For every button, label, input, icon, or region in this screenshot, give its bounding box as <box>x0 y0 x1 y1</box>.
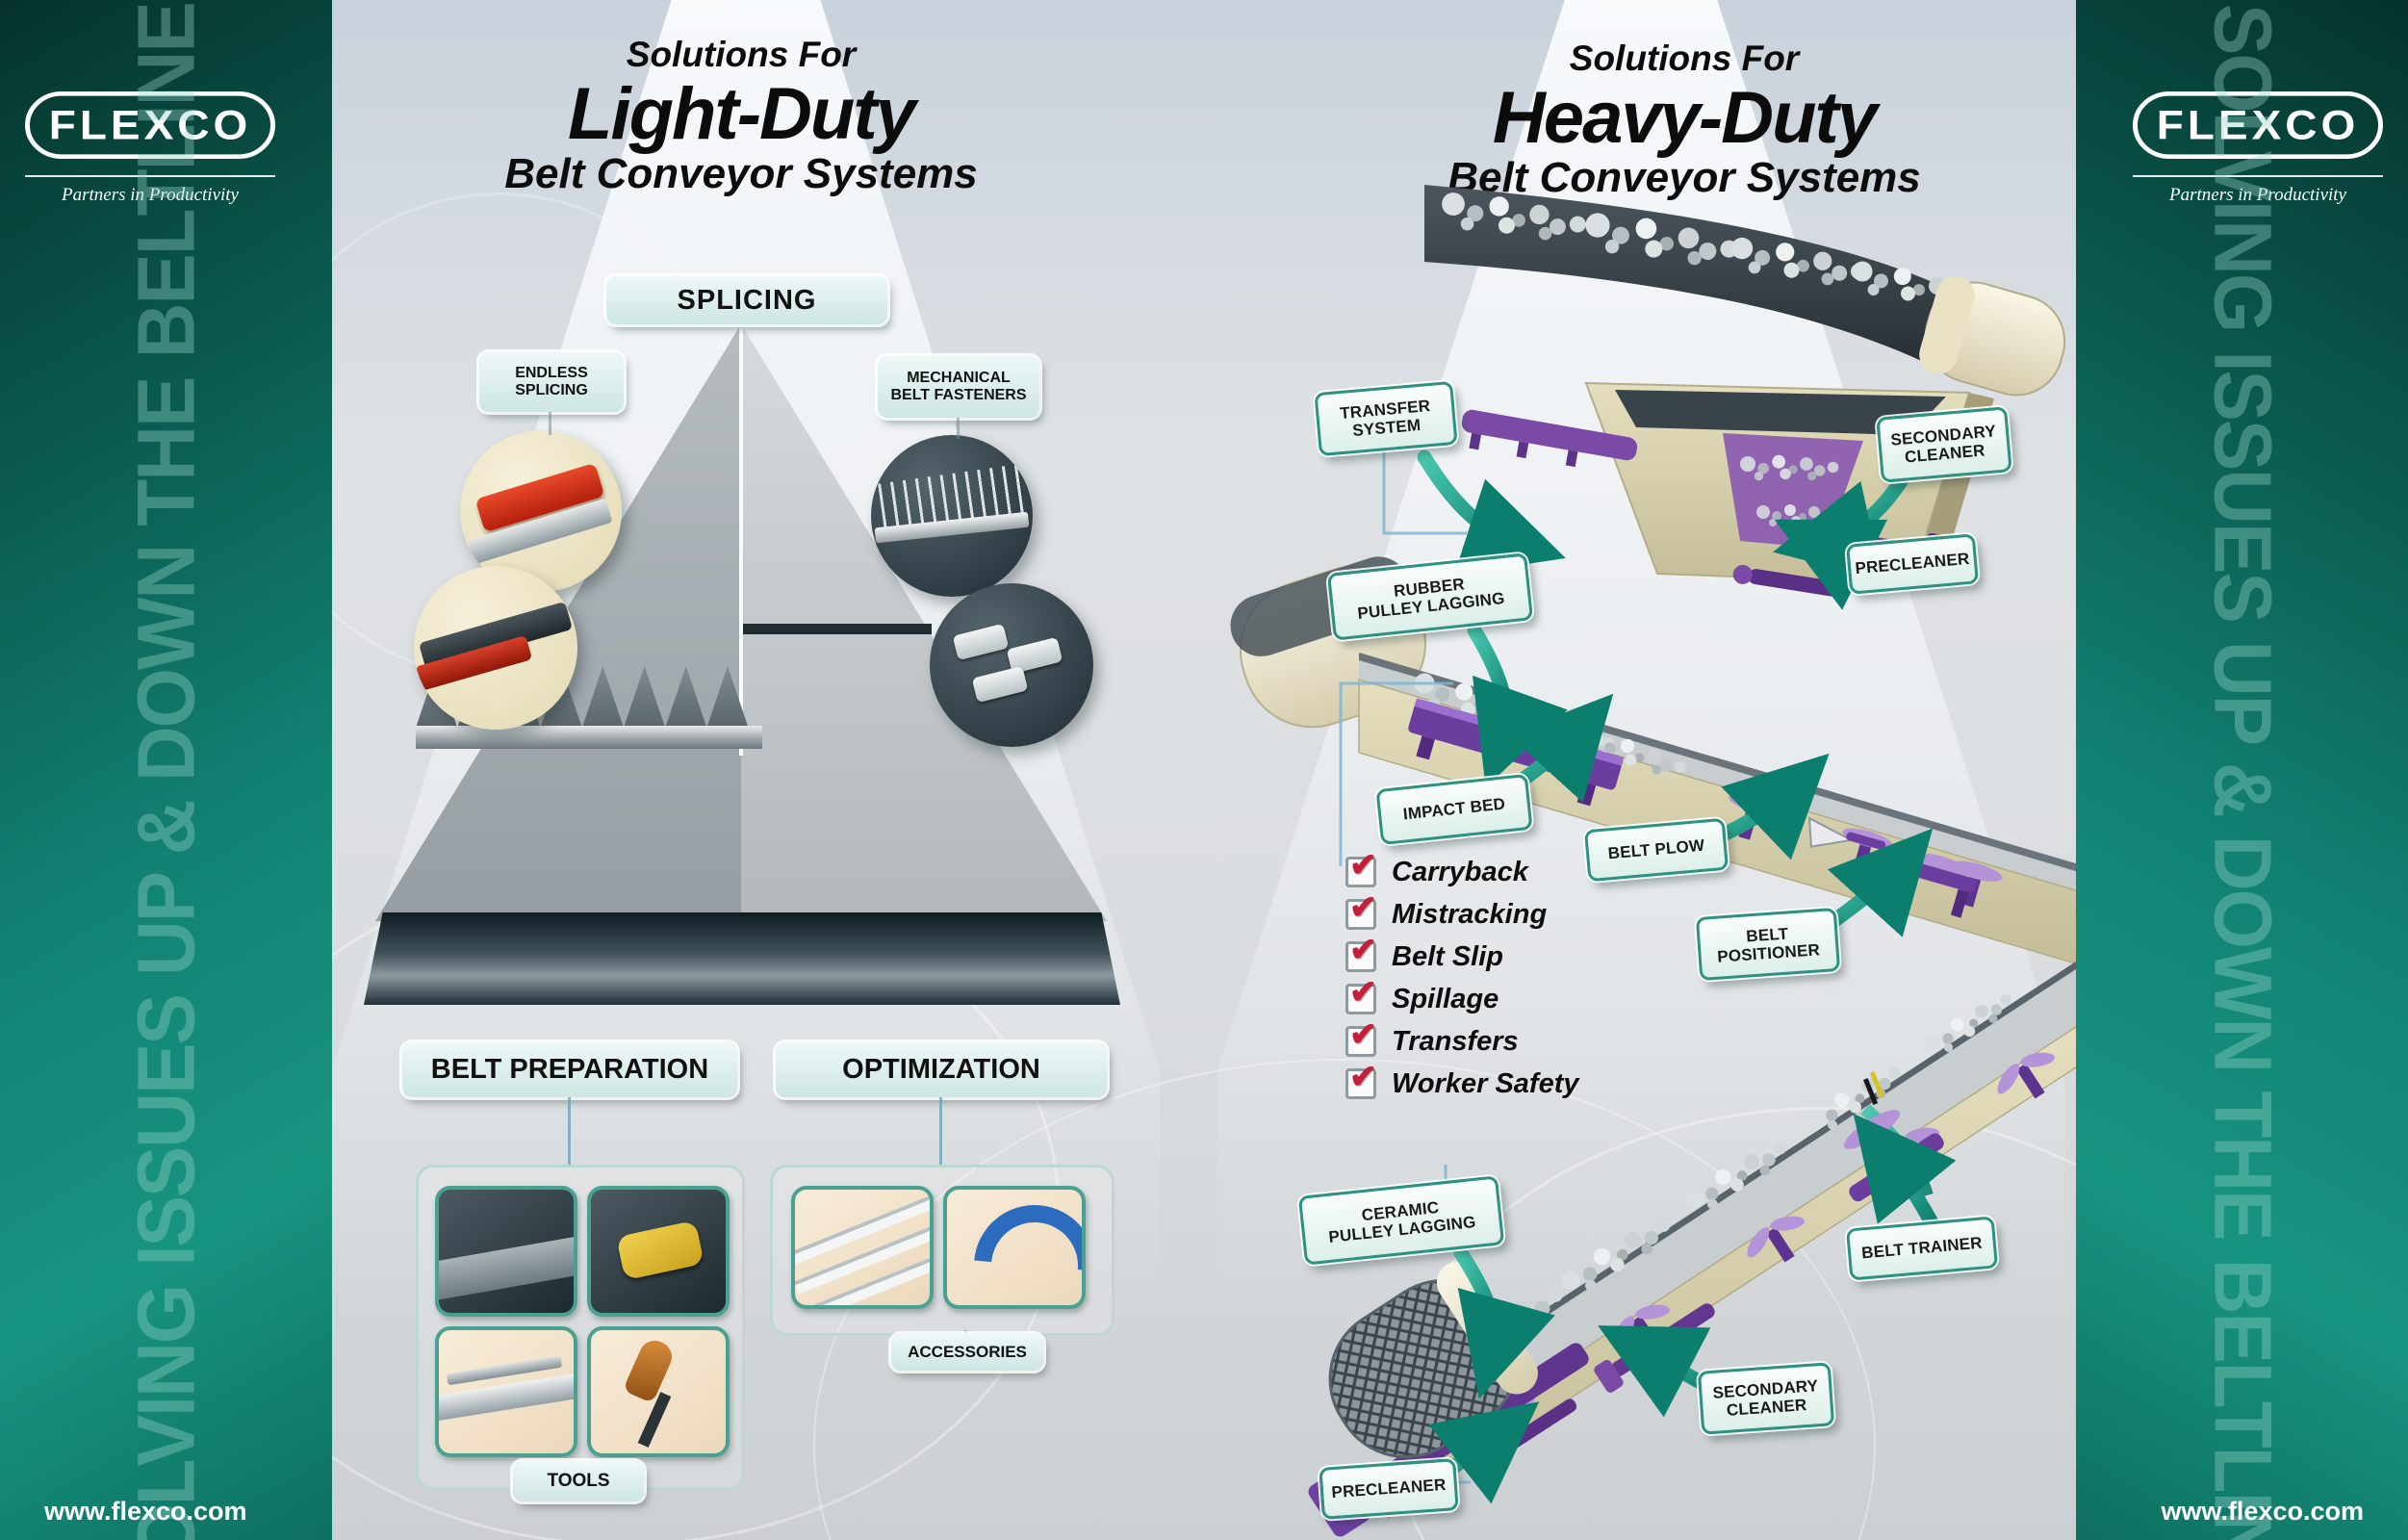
connector-line <box>568 1097 571 1167</box>
flexco-logo: FLEXCO <box>2133 91 2383 159</box>
splicing-label: SPLICING <box>606 276 887 324</box>
checklist-item: Transfers <box>1345 1015 1579 1063</box>
mechanical-fastener-photo-2 <box>930 583 1093 747</box>
light-duty-heading: Solutions For Light-Duty Belt Conveyor S… <box>438 37 1044 196</box>
belt-seam-line <box>743 624 932 634</box>
heavy-duty-heading: Solutions For Heavy-Duty Belt Conveyor S… <box>1371 40 1997 200</box>
light-duty-title: Light-Duty <box>568 72 916 155</box>
checked-checkbox-icon <box>1345 931 1377 972</box>
checklist-item: Spillage <box>1345 973 1579 1020</box>
accessories-label: ACCESSORIES <box>891 1334 1043 1371</box>
precleaner-label-bottom: PRECLEANER <box>1319 1458 1459 1520</box>
heavy-duty-subtitle: Belt Conveyor Systems <box>1447 154 1921 202</box>
tool-shape <box>622 1335 678 1404</box>
flexco-logo: FLEXCO <box>25 91 275 159</box>
light-duty-subtitle: Belt Conveyor Systems <box>504 150 978 198</box>
left-brand-sidebar: FLEXCO Partners in Productivity SOLVING … <box>0 0 332 1540</box>
beltline-watermark-text: SOLVING ISSUES UP & DOWN THE BELTLINE <box>120 3 211 1540</box>
tool-thumbnail-cutter <box>435 1186 577 1317</box>
endless-splicing-photo-2 <box>414 566 577 730</box>
accessory-shape <box>949 1190 1082 1305</box>
accessory-shape <box>795 1190 930 1305</box>
brand-tagline: Partners in Productivity <box>2169 185 2346 205</box>
tool-thumbnail-lacing-tool <box>435 1326 577 1457</box>
right-brand-sidebar: FLEXCO Partners in Productivity SOLVING … <box>2076 0 2408 1540</box>
flexco-logo-block: FLEXCO Partners in Productivity <box>25 89 275 206</box>
belt-sawtooth-band <box>416 726 762 749</box>
checked-checkbox-icon <box>1345 1015 1377 1057</box>
tool-shape <box>616 1219 704 1281</box>
accessory-thumbnail-lacing <box>791 1186 934 1309</box>
checklist-item-label: Spillage <box>1392 983 1499 1014</box>
connector-line <box>957 418 960 439</box>
heavy-duty-illustration <box>1230 185 2080 1537</box>
checked-checkbox-icon <box>1345 888 1377 930</box>
plate-fastener-shape <box>952 623 1010 661</box>
endless-splicing-label: ENDLESS SPLICING <box>479 352 624 412</box>
mechanical-belt-fasteners-label: MECHANICAL BELT FASTENERS <box>878 356 1039 418</box>
checklist-item: Mistracking <box>1345 888 1579 936</box>
website-url: www.flexco.com <box>2161 1497 2364 1526</box>
checklist-item-label: Transfers <box>1392 1025 1519 1057</box>
checked-checkbox-icon <box>1345 973 1377 1014</box>
tool-thumbnail-awl <box>587 1326 730 1457</box>
optimization-label: OPTIMIZATION <box>776 1042 1107 1097</box>
checked-checkbox-icon <box>1345 846 1377 887</box>
checklist-item-label: Mistracking <box>1392 898 1548 930</box>
mechanical-fastener-photo-1 <box>871 435 1033 597</box>
endless-splicing-photo-1 <box>460 430 622 592</box>
checklist-item: Carryback <box>1345 846 1579 893</box>
issues-checklist: Carryback Mistracking Belt Slip Spillage… <box>1345 846 1579 1105</box>
brand-tagline: Partners in Productivity <box>62 185 239 205</box>
checklist-item-label: Carryback <box>1392 856 1528 887</box>
connector-line <box>549 412 551 435</box>
checklist-item: Worker Safety <box>1345 1058 1579 1105</box>
checklist-item: Belt Slip <box>1345 931 1579 978</box>
logo-divider <box>2133 175 2383 177</box>
pyramid-center-line <box>739 327 743 756</box>
tools-label: TOOLS <box>513 1461 644 1502</box>
tool-thumbnail-yellow-tool <box>587 1186 730 1317</box>
checklist-item-label: Belt Slip <box>1392 940 1504 972</box>
heavy-duty-title: Heavy-Duty <box>1492 76 1878 159</box>
checklist-item-label: Worker Safety <box>1392 1067 1579 1099</box>
connector-line <box>939 1097 942 1167</box>
tool-shape <box>439 1232 574 1301</box>
heavy-duty-kicker: Solutions For <box>1569 38 1800 78</box>
secondary-cleaner-label-top: SECONDARY CLEANER <box>1876 406 2012 483</box>
conveyor-belt-band <box>364 912 1120 1005</box>
logo-divider <box>25 175 275 177</box>
light-duty-kicker: Solutions For <box>626 35 857 74</box>
transfer-system-label: TRANSFER SYSTEM <box>1314 380 1458 457</box>
beltline-watermark-text: SOLVING ISSUES UP & DOWN THE BELTLINE <box>2197 3 2288 1540</box>
website-url: www.flexco.com <box>44 1497 247 1526</box>
tool-shape <box>637 1392 672 1448</box>
belt-preparation-label: BELT PREPARATION <box>402 1042 737 1097</box>
accessory-thumbnail-roller <box>943 1186 1086 1309</box>
checked-checkbox-icon <box>1345 1058 1377 1099</box>
flexco-logo-block: FLEXCO Partners in Productivity <box>2133 89 2383 206</box>
secondary-cleaner-label-bottom: SECONDARY CLEANER <box>1697 1362 1835 1435</box>
belt-positioner-label: BELT POSITIONER <box>1695 907 1841 982</box>
plate-fastener-shape <box>971 665 1029 704</box>
